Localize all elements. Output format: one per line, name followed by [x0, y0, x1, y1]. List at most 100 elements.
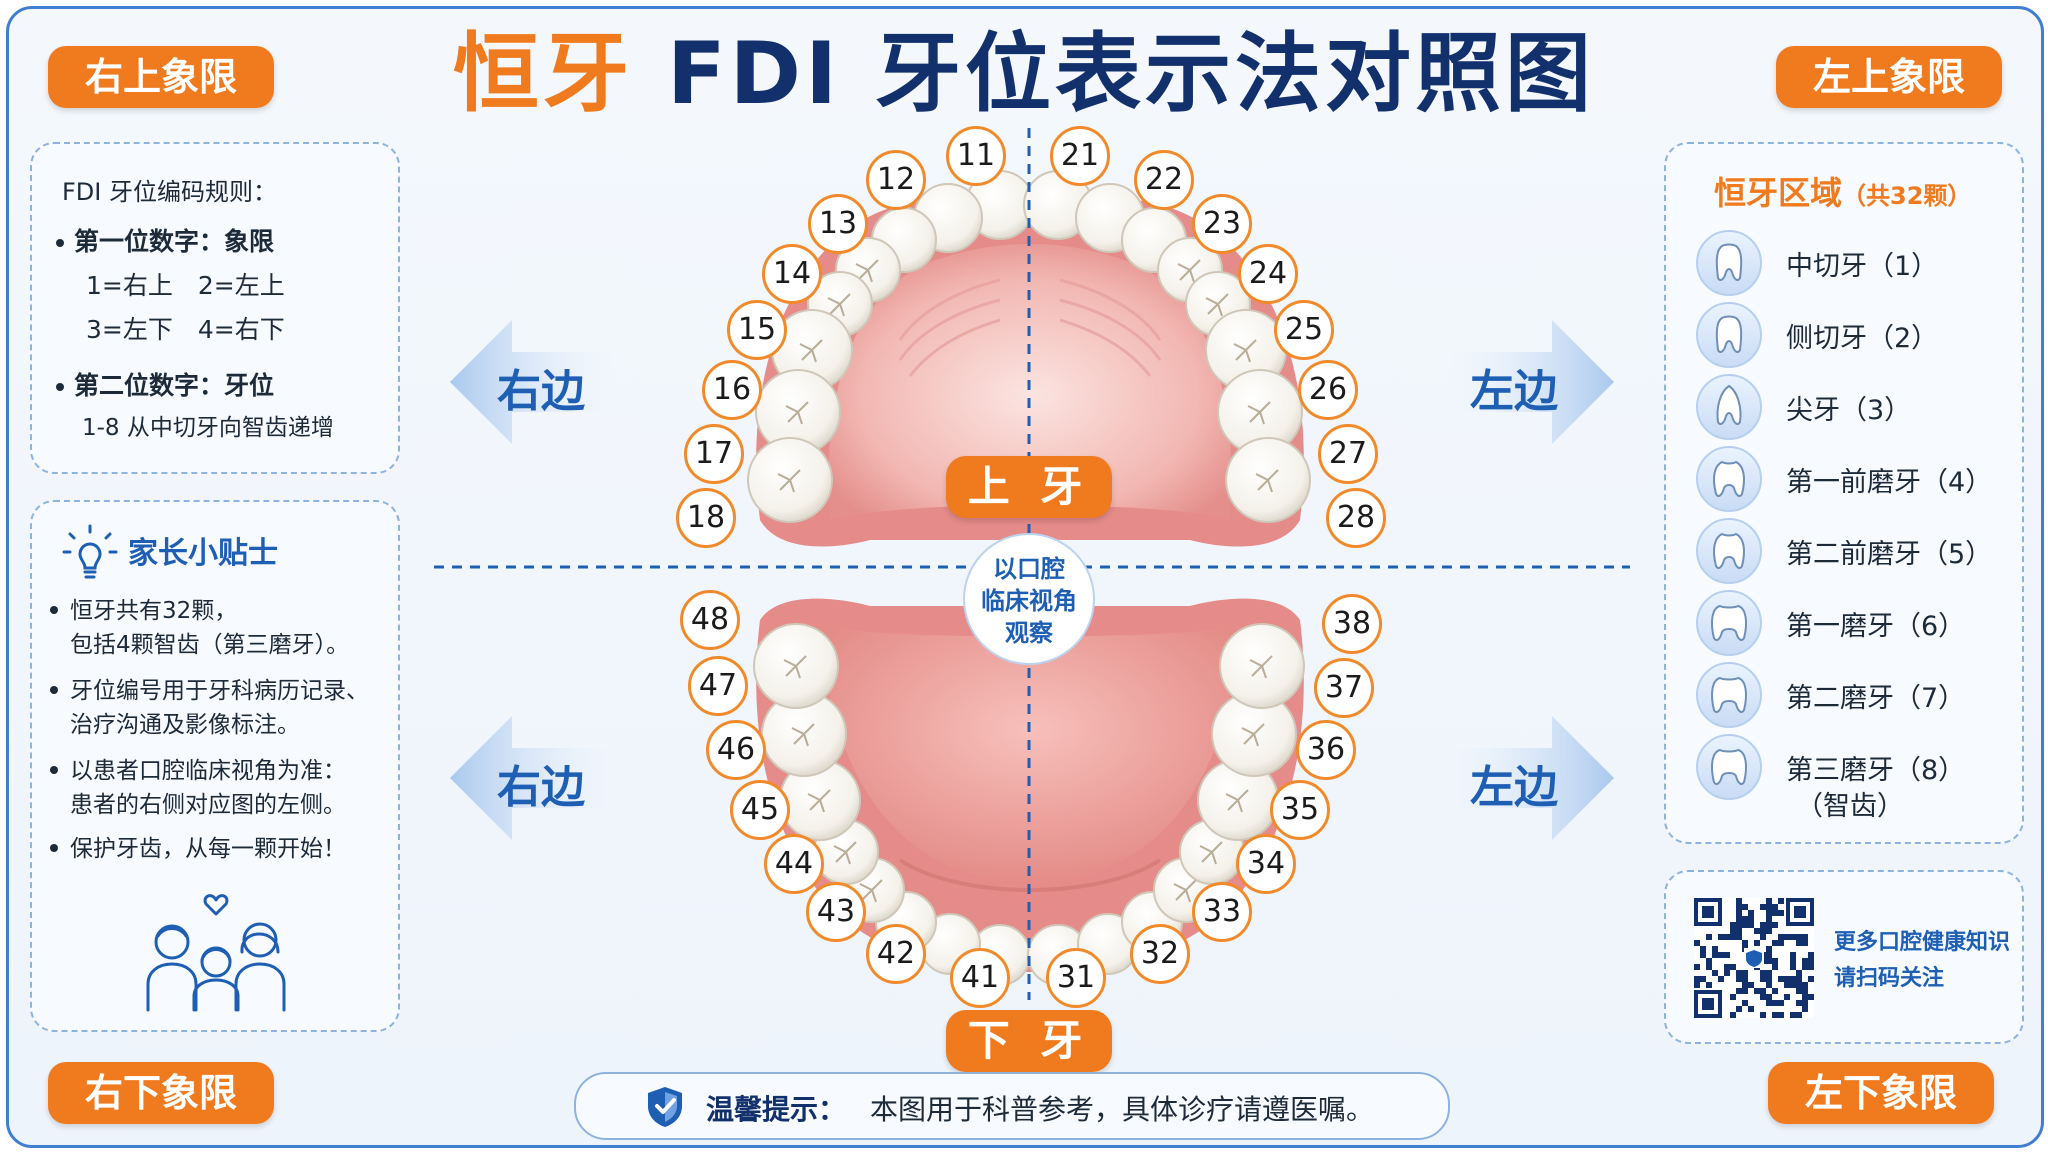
rule-first-label: 第一位数字：	[74, 227, 225, 256]
incisor-icon	[1696, 302, 1762, 368]
qr-panel: 更多口腔健康知识 请扫码关注	[1664, 870, 2024, 1044]
tip-item-2: 牙位编号用于牙科病历记录、治疗沟通及影像标注。	[50, 674, 369, 742]
warm-tip-bar: 温馨提示： 本图用于科普参考，具体诊疗请遵医嘱。	[574, 1072, 1450, 1140]
tooth-number-46: 46	[706, 720, 766, 780]
fdi-rules-panel: FDI 牙位编码规则： 第一位数字：象限 1=右上 2=左上 3=左下 4=右下…	[30, 142, 400, 474]
region-item-label: 第一前磨牙（4）	[1786, 467, 1993, 498]
tooth-number-33: 33	[1192, 882, 1252, 942]
tip-item-4: 保护牙齿，从每一颗开始！	[50, 832, 346, 866]
tooth-number-36: 36	[1296, 720, 1356, 780]
tooth-number-34: 34	[1236, 834, 1296, 894]
page-title: 恒牙 FDI 牙位表示法对照图	[0, 24, 2048, 124]
rule-first-line2: 3=左下 4=右下	[86, 315, 285, 344]
tooth-number-18: 18	[676, 488, 736, 548]
tooth-number-43: 43	[806, 882, 866, 942]
tooth-number-44: 44	[764, 834, 824, 894]
warm-tip-text: 本图用于科普参考，具体诊疗请遵医嘱。	[870, 1093, 1375, 1126]
tooth-number-12: 12	[866, 150, 926, 210]
tooth-48	[753, 623, 839, 709]
molar-icon	[1696, 590, 1762, 656]
region-item-label: 第三磨牙（8）	[1786, 755, 1966, 786]
region-item-7: 第二磨牙（7）	[1696, 662, 1996, 728]
incisor-icon	[1696, 230, 1762, 296]
clinical-view-note: 以口腔 临床视角 观察	[963, 533, 1095, 665]
lightbulb-icon	[62, 524, 118, 579]
warm-tip-title: 温馨提示：	[706, 1093, 847, 1126]
tooth-number-23: 23	[1192, 194, 1252, 254]
lower-jaw-label: 下 牙	[946, 1010, 1112, 1072]
tooth-38	[1219, 623, 1305, 709]
canine-icon	[1696, 374, 1762, 440]
tooth-number-15: 15	[727, 300, 787, 360]
tooth-number-24: 24	[1238, 244, 1298, 304]
tooth-number-45: 45	[730, 780, 790, 840]
shield-icon	[648, 1087, 682, 1127]
side-label-left-lower: 左边	[1470, 762, 1558, 813]
region-item-label: 尖牙（3）	[1786, 395, 1912, 426]
arrow-left-upper	[450, 320, 610, 444]
region-item-4: 第一前磨牙（4）	[1696, 446, 1996, 512]
title-part1: 恒牙	[452, 24, 633, 124]
quadrant-lower-left-badge: 左下象限	[1768, 1062, 1994, 1124]
molar-icon	[1696, 662, 1762, 728]
tooth-number-11: 11	[946, 126, 1006, 186]
tooth-number-41: 41	[950, 948, 1010, 1008]
quadrant-upper-left-badge: 左上象限	[1776, 46, 2002, 108]
tooth-number-37: 37	[1314, 658, 1374, 718]
rule-first-digit: 第一位数字：象限	[56, 222, 274, 258]
title-part2: FDI 牙位表示法对照图	[666, 24, 1596, 124]
rule-first-line1: 1=右上 2=左上	[86, 271, 285, 300]
tooth-number-31: 31	[1046, 948, 1106, 1008]
tooth-number-48: 48	[680, 590, 740, 650]
tooth-number-32: 32	[1130, 924, 1190, 984]
upper-jaw-label: 上 牙	[946, 456, 1112, 518]
qr-text-line2: 请扫码关注	[1834, 966, 1945, 991]
tip-item-3: 以患者口腔临床视角为准：患者的右侧对应图的左侧。	[50, 754, 346, 822]
tooth-number-35: 35	[1270, 780, 1330, 840]
rule-first-value: 象限	[224, 227, 275, 256]
tooth-number-42: 42	[866, 924, 926, 984]
region-item-label: 第一磨牙（6）	[1786, 611, 1966, 642]
side-label-left-upper: 左边	[1470, 366, 1558, 417]
side-label-right-lower: 右边	[497, 762, 585, 813]
tooth-region-panel: 恒牙区域（共32颗） 中切牙（1） 侧切牙（2） 尖牙（3） 第一前磨牙（4） 第二前磨…	[1664, 142, 2024, 844]
tooth-number-27: 27	[1318, 424, 1378, 484]
rule-second-label: 第二位数字：	[74, 371, 225, 400]
premolar-icon	[1696, 446, 1762, 512]
family-icon	[146, 894, 286, 1012]
arrow-right-upper	[1454, 320, 1614, 444]
tooth-number-38: 38	[1322, 594, 1382, 654]
region-item-label: 第二磨牙（7）	[1786, 683, 1966, 714]
region-item-label: 第二前磨牙（5）	[1786, 539, 1993, 570]
lower-tongue	[820, 626, 1240, 884]
region-item-label: 中切牙（1）	[1786, 251, 1939, 282]
tooth-number-25: 25	[1274, 300, 1334, 360]
region-item-2: 侧切牙（2）	[1696, 302, 1996, 368]
quadrant-lower-right-badge: 右下象限	[48, 1062, 274, 1124]
quadrant-upper-right-badge: 右上象限	[48, 46, 274, 108]
rule-second-value: 牙位	[224, 371, 275, 400]
arrow-left-lower	[450, 716, 610, 840]
tooth-number-28: 28	[1326, 488, 1386, 548]
tooth-number-21: 21	[1050, 126, 1110, 186]
region-item-label: 侧切牙（2）	[1786, 323, 1939, 354]
tip-item-1: 恒牙共有32颗，包括4颗智齿（第三磨牙）。	[50, 594, 349, 662]
tooth-18	[747, 437, 833, 523]
premolar-icon	[1696, 518, 1762, 584]
region-title: 恒牙区域（共32颗）	[1714, 174, 1972, 212]
tooth-number-22: 22	[1134, 150, 1194, 210]
tooth-number-47: 47	[688, 656, 748, 716]
rules-title: FDI 牙位编码规则：	[62, 178, 277, 206]
region-item-1: 中切牙（1）	[1696, 230, 1996, 296]
rule-second-digit: 第二位数字：牙位	[56, 366, 274, 402]
qr-code-icon[interactable]	[1694, 898, 1814, 1018]
molar-icon	[1696, 734, 1762, 800]
parent-tips-panel: 家长小贴士 恒牙共有32颗，包括4颗智齿（第三磨牙）。 牙位编号用于牙科病历记录…	[30, 500, 400, 1032]
region-item-sub: （智齿）	[1796, 791, 1904, 822]
region-item-8: 第三磨牙（8） （智齿）	[1696, 734, 1996, 822]
tooth-number-17: 17	[684, 424, 744, 484]
region-item-6: 第一磨牙（6）	[1696, 590, 1996, 656]
tooth-28	[1225, 437, 1311, 523]
tooth-number-16: 16	[702, 360, 762, 420]
